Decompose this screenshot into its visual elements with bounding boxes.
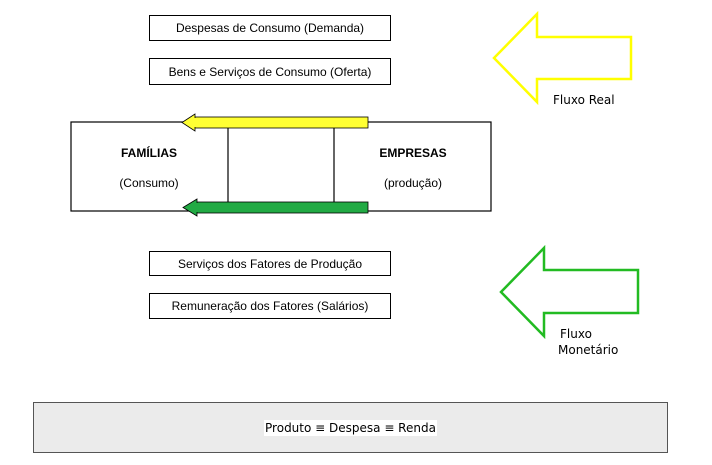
payment-box-label: Remuneração dos Fatores (Salários) (171, 299, 369, 313)
demand-box-label: Despesas de Consumo (Demanda) (175, 21, 365, 35)
payment-box: Remuneração dos Fatores (Salários) (149, 293, 391, 319)
real-flow-arrow-icon (492, 10, 633, 106)
factors-box: Serviços dos Fatores de Produção (149, 251, 391, 276)
economy-frame (70, 121, 492, 212)
factors-box-label: Serviços dos Fatores de Produção (177, 256, 363, 271)
households-subtitle: (Consumo) (119, 176, 179, 190)
goods-flow-arrow (181, 113, 369, 132)
demand-box: Despesas de Consumo (Demanda) (149, 15, 391, 41)
households-title: FAMÍLIAS (121, 146, 177, 160)
monetary-flow-arrow-icon (499, 244, 640, 340)
real-flow-label: Fluxo Real (553, 93, 615, 107)
identity-text: Produto ≡ Despesa ≡ Renda (264, 419, 437, 436)
firms-subtitle: (produção) (383, 176, 443, 190)
firms-title: EMPRESAS (379, 146, 447, 160)
money-flow-arrow (182, 198, 369, 217)
supply-box: Bens e Serviços de Consumo (Oferta) (149, 58, 391, 85)
identity-footer: Produto ≡ Despesa ≡ Renda (33, 402, 668, 453)
supply-box-label: Bens e Serviços de Consumo (Oferta) (168, 64, 372, 79)
monetary-flow-label-line2: Monetário (558, 343, 619, 357)
monetary-flow-label-line1: Fluxo (560, 327, 592, 341)
